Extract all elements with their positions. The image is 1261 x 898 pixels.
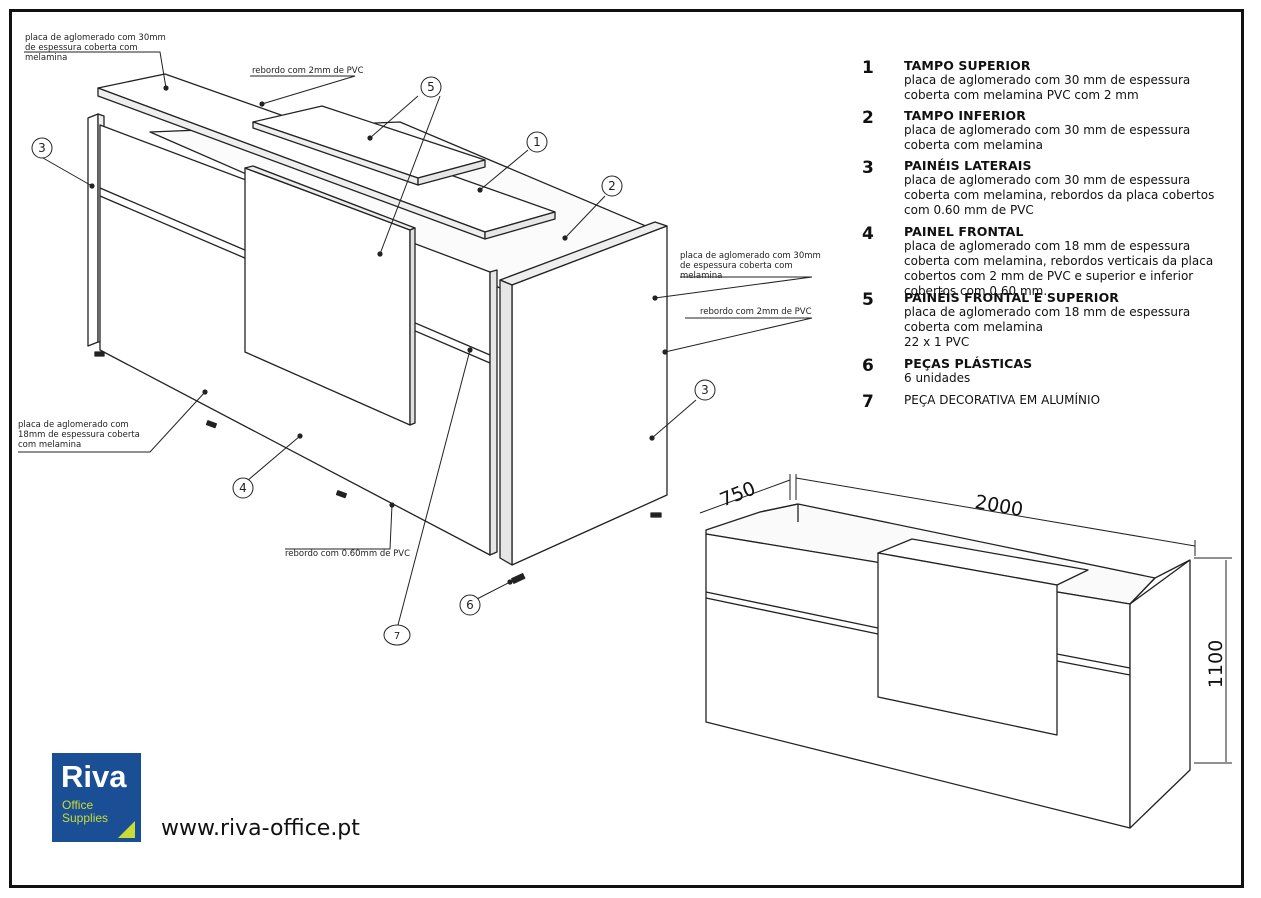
legend-number: 5 [862, 290, 874, 310]
callout-3-left: 3 [38, 141, 46, 155]
legend-description: placa de aglomerado com 30 mm de espessu… [904, 73, 1191, 102]
legend-description: PEÇA DECORATIVA EM ALUMÍNIO [904, 393, 1101, 407]
note-front-panel: placa de aglomerado com 18mm de espessur… [18, 420, 140, 450]
legend-title: PAINEL FRONTAL [904, 224, 1024, 239]
legend-item-2: 2 TAMPO INFERIOR placa de aglomerado com… [862, 108, 1242, 153]
legend-description-line: placa de aglomerado com 18 mm de espessu… [904, 305, 1191, 334]
dimension-depth: 750 [717, 477, 759, 511]
callout-4: 4 [239, 481, 247, 495]
legend-item-1: 1 TAMPO SUPERIOR placa de aglomerado com… [862, 58, 1242, 103]
legend-number: 1 [862, 58, 874, 78]
legend-number: 4 [862, 224, 874, 244]
legend-description: 6 unidades [904, 371, 971, 385]
brand-tagline-line: Supplies [62, 811, 109, 825]
legend-item-3: 3 PAINÉIS LATERAIS placa de aglomerado c… [862, 158, 1242, 218]
brand-tagline-line: Office [62, 798, 94, 812]
brand-tagline: Office Supplies [62, 799, 108, 825]
legend-description: placa de aglomerado com 18 mm de espessu… [904, 305, 1239, 350]
note-top-panel: placa de aglomerado com 30mm de espessur… [25, 33, 166, 63]
legend-description: placa de aglomerado com 18 mm de espessu… [904, 239, 1214, 298]
legend-description: placa de aglomerado com 30 mm de espessu… [904, 173, 1215, 217]
dimension-height: 1100 [1205, 640, 1227, 688]
note-rebordo-bottom: rebordo com 0.60mm de PVC [285, 549, 411, 559]
legend-title: PAINÉIS LATERAIS [904, 158, 1032, 173]
note-side-panel: placa de aglomerado com 30mm de espessur… [680, 251, 821, 281]
callout-7: 7 [394, 631, 400, 642]
legend-number: 6 [862, 356, 874, 376]
legend-description-line: 22 x 1 PVC [904, 335, 970, 349]
legend-title: PEÇAS PLÁSTICAS [904, 356, 1033, 371]
callout-1: 1 [533, 135, 541, 149]
callout-2: 2 [608, 179, 616, 193]
legend-number: 7 [862, 392, 874, 412]
legend-title: TAMPO INFERIOR [904, 108, 1026, 123]
callout-3-right: 3 [701, 383, 709, 397]
legend-number: 2 [862, 108, 874, 128]
legend-item-6: 6 PEÇAS PLÁSTICAS 6 unidades [862, 356, 1242, 390]
legend-item-7: 7 PEÇA DECORATIVA EM ALUMÍNIO [862, 392, 1242, 414]
triangle-icon [118, 821, 135, 838]
legend-item-5: 5 PAINÉIS FRONTAL E SUPERIOR placa de ag… [862, 290, 1242, 352]
legend-number: 3 [862, 158, 874, 178]
callout-6: 6 [466, 598, 474, 612]
legend-title: PAINÉIS FRONTAL E SUPERIOR [904, 290, 1120, 305]
brand-logo: Riva Office Supplies [52, 753, 141, 842]
note-rebordo-top: rebordo com 2mm de PVC [252, 66, 364, 76]
website-link[interactable]: www.riva-office.pt [161, 816, 360, 841]
legend-item-4: 4 PAINEL FRONTAL placa de aglomerado com… [862, 224, 1242, 298]
note-rebordo-side: rebordo com 2mm de PVC [700, 307, 812, 317]
legend-description: placa de aglomerado com 30 mm de espessu… [904, 123, 1191, 152]
dimension-width: 2000 [973, 491, 1024, 521]
brand-name: Riva [61, 759, 127, 794]
legend-title: TAMPO SUPERIOR [904, 58, 1031, 73]
callout-5: 5 [427, 80, 435, 94]
